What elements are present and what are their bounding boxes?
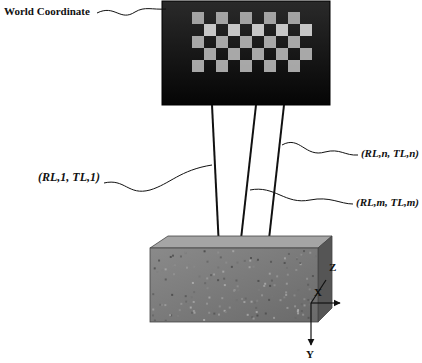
transform-line <box>240 105 256 248</box>
transform-label: (RL,m, TL,m) <box>356 197 419 208</box>
axis-label: X <box>314 287 322 298</box>
block-side <box>318 236 332 322</box>
block-top <box>150 236 332 248</box>
transform-label: (RL,1, TL,1) <box>38 171 100 183</box>
z-axis <box>311 280 326 303</box>
transform-line <box>212 105 219 248</box>
leader-line <box>97 9 166 16</box>
x-axis <box>311 302 340 303</box>
checkerboard <box>192 12 312 72</box>
axis-label: Y <box>306 349 314 360</box>
calibration-photo <box>162 1 330 105</box>
transform-line <box>268 105 284 248</box>
y-axis <box>310 303 311 345</box>
axis-label: Z <box>329 262 336 273</box>
callout-label: World Coordinate <box>4 6 90 17</box>
block-texture <box>152 250 317 322</box>
transform-label: (RL,n, TL,n) <box>361 148 419 159</box>
block-front <box>150 248 318 322</box>
leader-line <box>104 165 212 191</box>
leader-line <box>250 189 353 204</box>
leader-line <box>282 142 358 155</box>
